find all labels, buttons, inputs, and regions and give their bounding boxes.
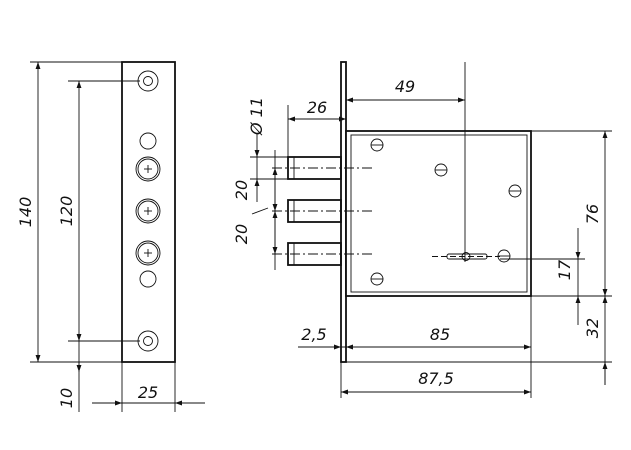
keyhole-offset-label: 17	[555, 259, 574, 280]
keyhole-icon	[432, 252, 500, 261]
body-screw-top-left-icon	[370, 138, 384, 152]
body-depth-label: 85	[430, 325, 450, 344]
body-screw-right-icon	[508, 184, 522, 198]
bolt-spacing-label: 120	[57, 196, 76, 227]
upper-small-hole-icon	[139, 132, 157, 150]
bolt-gap-lower-label: 20	[232, 224, 251, 244]
bottom-to-keyhole-label: 32	[583, 318, 602, 338]
faceplate-front-view: 140 120 10 25	[16, 61, 205, 412]
bolt-gap-upper-label: 20	[232, 180, 251, 200]
bolt-hole-2-icon	[135, 198, 161, 224]
lock-body	[345, 130, 532, 297]
body-screw-bottom-left-icon	[370, 272, 384, 286]
total-height-label: 140	[16, 197, 35, 228]
bottom-offset-label: 10	[57, 388, 76, 408]
backset-label: 49	[395, 77, 415, 96]
bolt-hole-1-icon	[135, 156, 161, 182]
bottom-screw-icon	[137, 330, 159, 352]
overall-depth-label: 87,5	[418, 369, 454, 388]
body-screw-keyhole-icon	[497, 249, 511, 263]
lock-body-inner-edge	[350, 134, 528, 293]
body-screw-center-icon	[434, 163, 448, 177]
faceplate-width-label: 25	[138, 383, 158, 402]
plate-thickness-label: 2,5	[301, 325, 326, 344]
top-screw-icon	[137, 70, 159, 92]
faceplate-outline	[121, 61, 176, 363]
lower-small-hole-icon	[139, 270, 157, 288]
bolt-hole-3-icon	[135, 240, 161, 266]
bolt-protrusion-label: 26	[307, 98, 327, 117]
body-height-label: 76	[583, 204, 602, 224]
lock-side-view: 49 26 Ø 11 20 20 76 17 32 2,5	[232, 61, 612, 398]
bolt-diameter-label: Ø 11	[247, 97, 266, 136]
